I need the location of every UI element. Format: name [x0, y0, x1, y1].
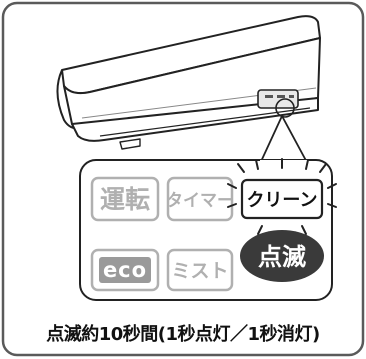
blink-ray	[227, 183, 237, 189]
run-button[interactable]: 運転	[90, 176, 160, 222]
run-button-label: 運転	[100, 185, 150, 214]
clean-button[interactable]: クリーン	[240, 178, 324, 220]
blink-ray	[327, 203, 337, 208]
blink-ray	[305, 159, 309, 170]
ac-louver-edge	[99, 107, 311, 137]
display-frame	[257, 89, 299, 109]
mist-button-label: ミスト	[171, 260, 228, 282]
display-focus-ring	[275, 98, 295, 118]
timer-button[interactable]: タイマー	[166, 176, 234, 222]
eco-button-label: eco	[103, 258, 147, 282]
blink-ray	[257, 225, 263, 235]
ac-bottom-louver	[71, 97, 319, 142]
caption: 点滅約10秒間(1秒点灯／1秒消灯)	[46, 324, 320, 345]
blink-ray	[255, 159, 259, 170]
mist-button[interactable]: ミスト	[166, 248, 234, 292]
blink-badge-label: 点滅	[258, 243, 306, 271]
blink-ray	[319, 163, 327, 173]
blink-ray	[227, 203, 237, 208]
blink-ray	[327, 183, 337, 189]
blink-badge: 点滅	[240, 230, 324, 282]
eco-button[interactable]: eco	[90, 248, 160, 292]
blink-rays	[227, 158, 337, 235]
clean-button-label: クリーン	[246, 190, 317, 211]
air-conditioner-unit	[56, 15, 321, 150]
display-lamp-1	[265, 95, 273, 98]
ac-bottom-tab	[119, 138, 141, 150]
display-lamp-3	[289, 95, 294, 98]
blink-ray	[237, 163, 245, 173]
blink-ray	[301, 225, 307, 235]
ac-display-window	[257, 89, 299, 118]
timer-button-label: タイマー	[166, 191, 234, 211]
display-lamp-2	[277, 95, 285, 98]
